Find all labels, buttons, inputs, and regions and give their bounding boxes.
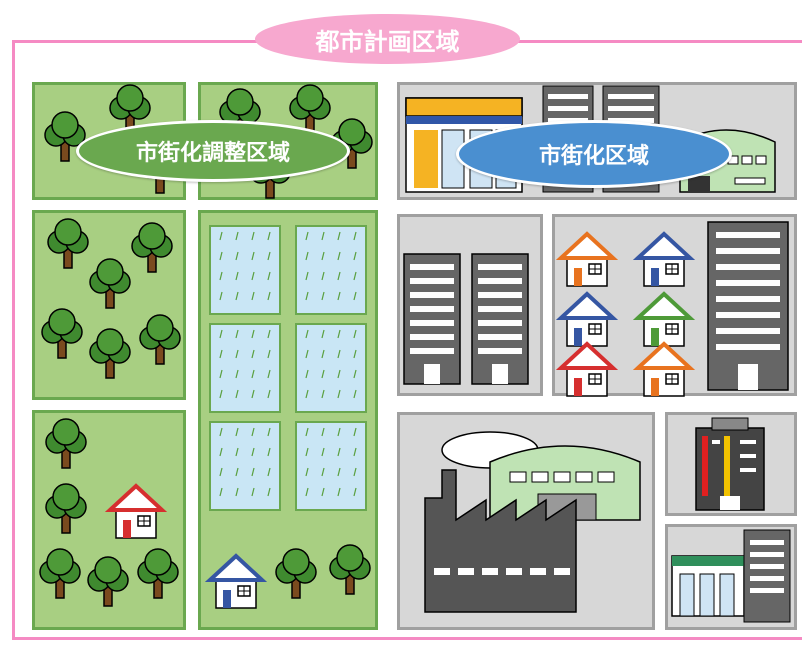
house-icon	[108, 484, 164, 540]
apartment-building-icon	[403, 253, 461, 385]
house-icon	[559, 342, 615, 398]
tree-icon	[275, 548, 317, 599]
urbanization-promotion-area-label: 市街化区域	[456, 120, 732, 188]
tree-icon	[87, 556, 129, 607]
paddy-field-icon	[295, 323, 367, 413]
apartment-building-icon	[471, 253, 529, 385]
house-icon	[208, 554, 264, 610]
tree-icon	[45, 483, 87, 534]
tree-icon	[47, 218, 89, 269]
tree-icon	[89, 258, 131, 309]
paddy-field-icon	[295, 225, 367, 315]
hotel-icon	[695, 417, 765, 511]
tree-icon	[131, 222, 173, 273]
tree-icon	[41, 308, 83, 359]
house-icon	[559, 232, 615, 288]
tree-icon	[39, 548, 81, 599]
shop-icon	[671, 555, 745, 617]
apartment-building-icon	[707, 221, 789, 391]
apartment-building-icon	[743, 529, 791, 623]
paddy-field-icon	[209, 323, 281, 413]
factory-icon	[424, 431, 641, 613]
tree-icon	[89, 328, 131, 379]
paddy-field-icon	[209, 421, 281, 511]
house-icon	[636, 232, 692, 288]
urbanization-control-area-label: 市街化調整区域	[76, 120, 350, 182]
house-icon	[636, 292, 692, 348]
tree-icon	[329, 544, 371, 595]
paddy-field-icon	[295, 421, 367, 511]
paddy-field-icon	[209, 225, 281, 315]
city-planning-area-label: 都市計画区域	[255, 14, 520, 64]
tree-icon	[137, 548, 179, 599]
house-icon	[636, 342, 692, 398]
tree-icon	[139, 314, 181, 365]
tree-icon	[45, 418, 87, 469]
house-icon	[559, 292, 615, 348]
